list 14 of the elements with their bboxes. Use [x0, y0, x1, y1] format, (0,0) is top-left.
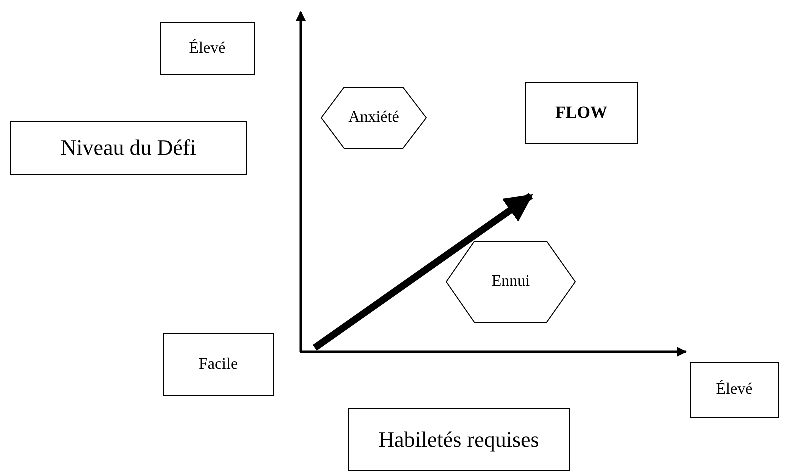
node-label: Ennui — [492, 273, 530, 291]
node-label: Habiletés requises — [378, 426, 540, 452]
text-box — [163, 333, 274, 396]
text-box — [690, 362, 779, 418]
text-box — [525, 82, 638, 144]
text-box — [348, 408, 570, 471]
node-label: Élevé — [716, 381, 753, 399]
text-box — [160, 22, 255, 75]
text-box — [10, 121, 247, 175]
node-label: Anxiété — [348, 109, 400, 127]
node-label: Niveau du Défi — [60, 135, 196, 161]
node-label: FLOW — [556, 103, 608, 123]
node-label: Élevé — [189, 40, 226, 58]
node-label: Facile — [198, 356, 238, 374]
